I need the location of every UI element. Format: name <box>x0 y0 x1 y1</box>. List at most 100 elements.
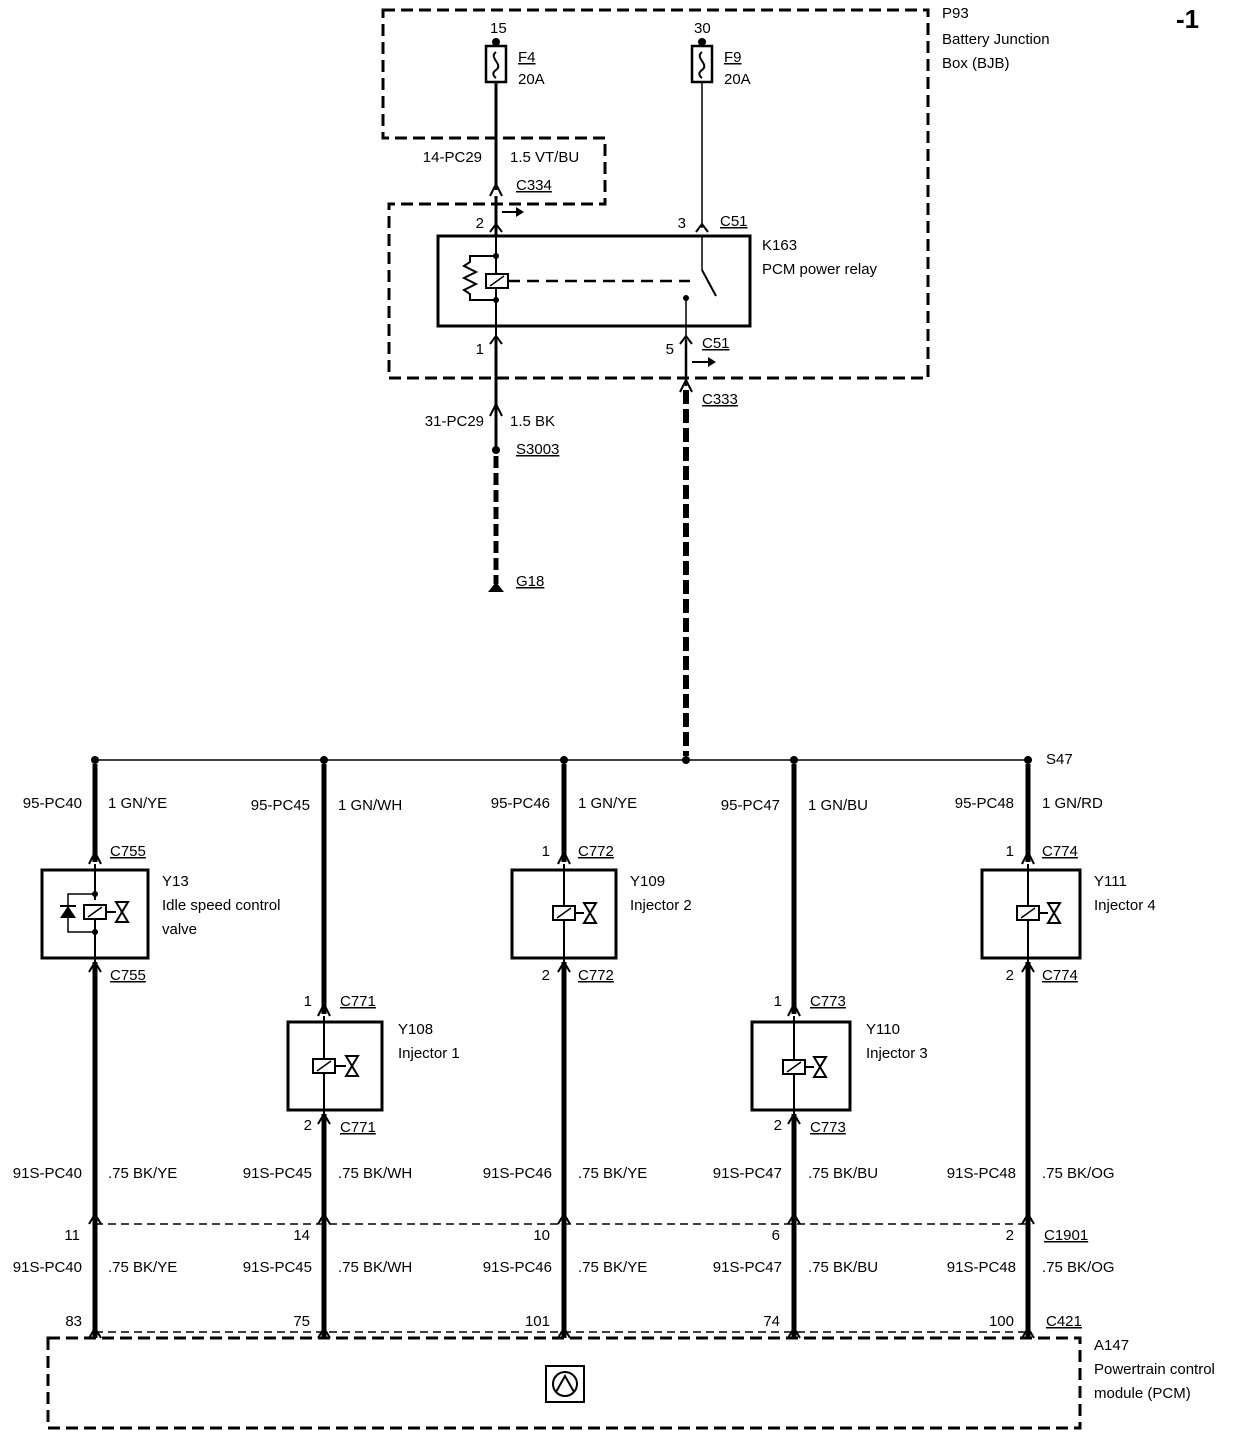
y108-ret2-spec: .75 BK/WH <box>338 1259 412 1276</box>
y109-ret-circuit: 91S-PC46 <box>483 1165 552 1182</box>
splice-s3003: S3003 <box>516 441 559 458</box>
y109-name1: Injector 2 <box>630 897 692 914</box>
y111-c1901-pin: 2 <box>1006 1227 1014 1244</box>
y110-c1901-pin: 6 <box>772 1227 780 1244</box>
y111-ref: Y111 <box>1094 873 1127 890</box>
y111-spec: 1 GN/RD <box>1042 795 1103 812</box>
connector-c334-label: C334 <box>516 177 552 194</box>
y13-ref: Y13 <box>162 873 189 890</box>
fuse-f9-rating: 20A <box>724 71 751 88</box>
splice-s47: S47 <box>1046 751 1073 768</box>
y109-ref: Y109 <box>630 873 665 890</box>
wire-top-circuit: 14-PC29 <box>423 149 482 166</box>
branch-y109 <box>510 756 618 1339</box>
y109-pin-bottom: 2 <box>542 967 550 984</box>
relay-pin-1: 1 <box>476 341 484 358</box>
relay-ref: K163 <box>762 237 797 254</box>
ground-wire-spec: 1.5 BK <box>510 413 555 430</box>
branch-y13 <box>40 756 150 1339</box>
y108-pin-bottom: 2 <box>304 1117 312 1134</box>
y109-circuit: 95-PC46 <box>491 795 550 812</box>
bjb-name-line1: Battery Junction <box>942 31 1050 48</box>
y110-conn-top: C773 <box>810 993 846 1010</box>
pcm-name-line2: module (PCM) <box>1094 1385 1191 1402</box>
fuse-f4 <box>484 38 508 190</box>
fuse-f4-name: F4 <box>518 49 536 66</box>
y13-c1901-pin: 11 <box>64 1227 80 1244</box>
bjb-name-line2: Box (BJB) <box>942 55 1010 72</box>
y108-conn-top: C771 <box>340 993 376 1010</box>
y108-ret2-circuit: 91S-PC45 <box>243 1259 312 1276</box>
y109-ret2-circuit: 91S-PC46 <box>483 1259 552 1276</box>
pcm-ref: A147 <box>1094 1337 1129 1354</box>
y111-pcm-pin: 100 <box>989 1313 1014 1330</box>
fuse-f9-pin: 30 <box>694 20 711 37</box>
branch-y110 <box>750 756 852 1339</box>
connector-c334-symbol <box>489 181 503 197</box>
y108-pcm-pin: 75 <box>293 1313 310 1330</box>
y110-ref: Y110 <box>866 1021 900 1038</box>
connector-c1901: C1901 <box>1044 1227 1088 1244</box>
fuse-f4-rating: 20A <box>518 71 545 88</box>
feed-wire <box>679 340 693 756</box>
y110-ret2-spec: .75 BK/BU <box>808 1259 878 1276</box>
y13-spec: 1 GN/YE <box>108 795 167 812</box>
y111-ret-spec: .75 BK/OG <box>1042 1165 1115 1182</box>
y109-ret2-spec: .75 BK/YE <box>578 1259 647 1276</box>
y110-pin-bottom: 2 <box>774 1117 782 1134</box>
y109-pin-top: 1 <box>542 843 550 860</box>
y109-spec: 1 GN/YE <box>578 795 637 812</box>
y108-name1: Injector 1 <box>398 1045 460 1062</box>
y111-conn-top: C774 <box>1042 843 1078 860</box>
relay-pin-2: 2 <box>476 215 484 232</box>
relay-conn-bottom: C51 <box>702 335 730 352</box>
y111-circuit: 95-PC48 <box>955 795 1014 812</box>
y110-name1: Injector 3 <box>866 1045 928 1062</box>
y108-conn-bottom: C771 <box>340 1119 376 1136</box>
y109-pcm-pin: 101 <box>525 1313 550 1330</box>
y110-circuit: 95-PC47 <box>721 797 780 814</box>
y13-circuit: 95-PC40 <box>23 795 82 812</box>
y111-pin-top: 1 <box>1006 843 1014 860</box>
y111-pin-bottom: 2 <box>1006 967 1014 984</box>
y108-circuit: 95-PC45 <box>251 797 310 814</box>
y111-conn-bottom: C774 <box>1042 967 1078 984</box>
y13-ret-circuit: 91S-PC40 <box>13 1165 82 1182</box>
relay-conn-top: C51 <box>720 213 748 230</box>
y110-ret2-circuit: 91S-PC47 <box>713 1259 782 1276</box>
y110-conn-bottom: C773 <box>810 1119 846 1136</box>
y110-ret-circuit: 91S-PC47 <box>713 1165 782 1182</box>
y111-name1: Injector 4 <box>1094 897 1156 914</box>
y109-ret-spec: .75 BK/YE <box>578 1165 647 1182</box>
y108-ret-spec: .75 BK/WH <box>338 1165 412 1182</box>
y13-ret-spec: .75 BK/YE <box>108 1165 177 1182</box>
relay-pin-5: 5 <box>666 341 674 358</box>
bjb-outline <box>381 8 930 380</box>
y109-c1901-pin: 10 <box>533 1227 550 1244</box>
relay-name: PCM power relay <box>762 261 878 278</box>
connector-c333: C333 <box>702 391 738 408</box>
fuse-f9 <box>690 38 714 228</box>
relay-pin-3: 3 <box>678 215 686 232</box>
y108-c1901-pin: 14 <box>293 1227 310 1244</box>
y13-conn-bottom: C755 <box>110 967 146 984</box>
branch-y108 <box>286 756 384 1339</box>
y13-name2: valve <box>162 921 197 938</box>
branch-y111 <box>980 756 1082 1339</box>
ground-wire-circuit: 31-PC29 <box>425 413 484 430</box>
y110-pcm-pin: 74 <box>763 1313 780 1330</box>
y108-ref: Y108 <box>398 1021 433 1038</box>
fuse-f9-name: F9 <box>724 49 742 66</box>
y110-spec: 1 GN/BU <box>808 797 868 814</box>
y110-ret-spec: .75 BK/BU <box>808 1165 878 1182</box>
y110-pin-top: 1 <box>774 993 782 1010</box>
y108-ret-circuit: 91S-PC45 <box>243 1165 312 1182</box>
ground-wire <box>488 340 504 592</box>
bjb-ref: P93 <box>942 5 969 22</box>
pcm-module-icon <box>545 1365 585 1403</box>
ground-g18: G18 <box>516 573 544 590</box>
y13-name1: Idle speed control <box>162 897 280 914</box>
fuse-f4-pin: 15 <box>490 20 507 37</box>
relay-k163 <box>436 196 752 340</box>
